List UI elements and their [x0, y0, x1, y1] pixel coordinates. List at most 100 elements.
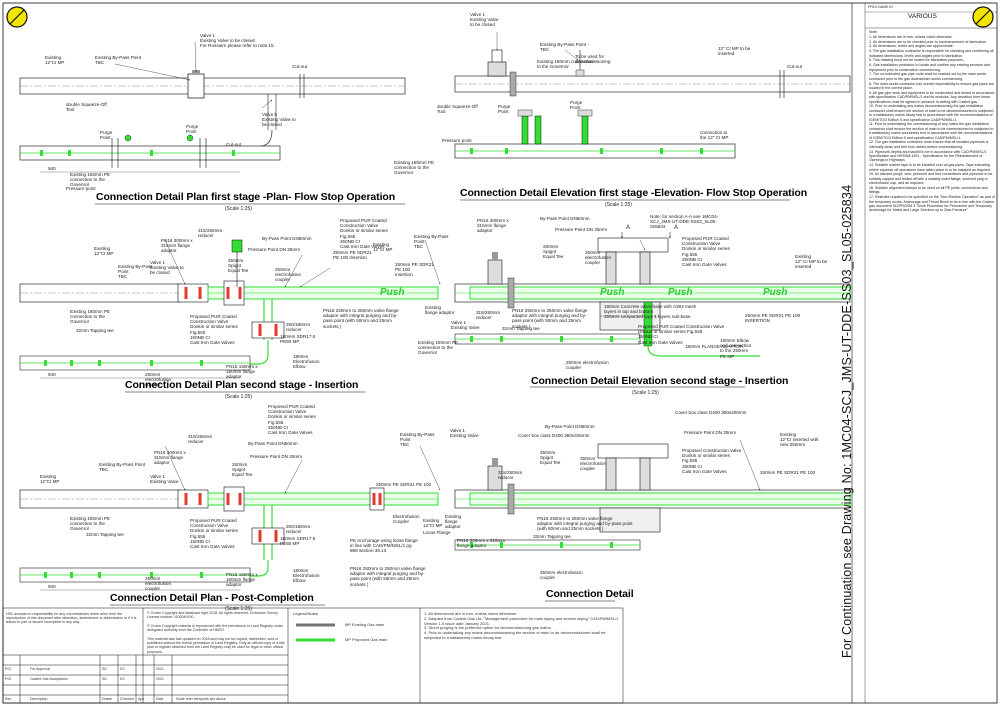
label: 250mm electrofusion coupler: [540, 570, 583, 581]
label: 250mm Spigot Equal Tee: [543, 244, 564, 260]
label: 180mm Electrofusion Elbow: [293, 568, 320, 584]
scale-elev2: (Scale 1:25): [632, 390, 659, 396]
label: Existing By-Pass Point TBC: [95, 55, 142, 66]
label: connection to the 12" CI MP: [700, 130, 729, 141]
label: 315/250mm reducer: [476, 310, 501, 321]
title-elev3: Connection Detail: [546, 588, 634, 600]
note-item: 16. Suitable alignment clamps to be used…: [869, 186, 988, 195]
label: Cover box class D400 380x325mm: [518, 433, 590, 438]
scale-plan3: (Scale 1:25): [225, 606, 252, 612]
label: 180mm SDR17.6 PE80 MP: [280, 334, 316, 345]
label: PE Anchorage using loose flange in line …: [350, 538, 418, 554]
notes-list: Note:1. All dimensions are in mm, unless…: [869, 30, 995, 213]
label: 250mm PE SDR21 PE 100: [376, 482, 432, 487]
label: Cover box class D400 300x300mm: [675, 410, 747, 415]
revision-cell: 2021: [156, 677, 164, 681]
label: PN16 300mm x 315mm flange adaptor: [161, 238, 193, 254]
label: By-Pass Point DN50mm: [545, 424, 595, 429]
label: 32mm Tapping tee: [76, 328, 114, 333]
legend-existing: MP Existing Gas main: [345, 622, 385, 627]
label: By-Pass Point DN50mm: [248, 441, 298, 446]
label: By-Pass Point DN50mm: [540, 216, 590, 221]
label: Existing 180mm connection to the Governo…: [537, 59, 594, 70]
label: Pressure Point DN 25mm: [248, 247, 301, 252]
label: double Squeeze-Off Tool: [437, 104, 478, 115]
label: 250/180mm reducer: [286, 322, 311, 333]
label: double Squeeze-Off Tool: [66, 102, 107, 113]
label: Existing 12"CI MP: [373, 242, 393, 253]
plan1-lower-pipe: [19, 129, 281, 168]
title-plan1: Connection Detail Plan first stage -Plan…: [96, 191, 396, 203]
label: 180mm SDR17.6 PE80 MP: [280, 536, 316, 547]
label: PN16 250mm to 250mm valve flange adaptor…: [512, 308, 588, 329]
scale-plan1: (Scale 1:25): [225, 206, 252, 212]
label: 250mm electrofusion coupler: [585, 250, 612, 266]
revision-header: Drawn: [102, 697, 113, 701]
label: Cut-out: [226, 142, 242, 147]
label: Valve 1 Existing Valve: [450, 428, 479, 439]
revision-header: Description: [30, 697, 48, 701]
label: Valve 1 Existing Valve: [451, 320, 480, 331]
label: Proposed PUR Coated Construction Valve D…: [190, 518, 238, 550]
label: Locas Flange: [423, 530, 451, 535]
title-plan2: Connection Detail Plan second stage - In…: [125, 379, 359, 391]
label: 250mm Spigot Equal Tee: [232, 462, 253, 478]
label: Purge Point: [100, 130, 113, 141]
revision-cell: SD: [102, 667, 107, 671]
label: Pressure Point DN 25mm: [555, 227, 608, 232]
revision-cell: SD: [102, 677, 107, 681]
copyright-2: © Crown Copyright material is reproduced…: [147, 624, 284, 633]
label: Valve 1 Existing Valve to be closed: [150, 260, 184, 276]
label: Valve 1 Existing Valve to be closed: [470, 12, 499, 28]
label: PN16 300mm x 315mm flange adaptor: [154, 450, 186, 466]
note-item: 11. Prior to undertaking the commissioni…: [869, 122, 994, 140]
label: 250mm Spigot Equal Tee: [228, 258, 249, 274]
copyright-1: © Crown Copyright and database right 201…: [147, 611, 278, 620]
corner-mark-left: [6, 6, 28, 28]
label: 190mm Concrete valve base with A393 mesh…: [604, 304, 697, 320]
label: 250mm PE SDR21 PE 100 Insertion: [395, 262, 434, 278]
note-item: 14. Suitable marker tape is to be instal…: [869, 163, 991, 172]
title-plan3: Connection Detail Plan - Post-Completion: [110, 592, 314, 604]
elev1-lower-pipe: [454, 109, 736, 159]
label: 250mm electrofusion coupler: [275, 267, 302, 283]
note-item: 8. The main works contractor has overall…: [869, 81, 994, 90]
dimension-label: 940: [48, 372, 56, 377]
label: Proposed PUR Coated Construction Valve D…: [682, 236, 730, 268]
label: Proposed PUR Coated Construction Valve D…: [340, 218, 388, 250]
copyright-3: This material was last updated on 2018 a…: [147, 637, 285, 654]
revision-scale-note: Scale refer viewports see above: [176, 697, 226, 701]
note-item: 17. Restraint required to be specified o…: [869, 195, 996, 213]
label: Pressure Point DN 25mm: [684, 430, 737, 435]
note-item: 4. The gas installation contractor is re…: [869, 49, 994, 58]
label: Pressure point: [66, 186, 96, 191]
label: Existing 180mm PE connection to the Gove…: [70, 172, 111, 188]
label: 180mm Elbow and connection to the 250mm …: [720, 338, 752, 359]
label: Existing 180mm PE connection to the Gove…: [70, 309, 111, 325]
section-marker: A: [626, 225, 631, 231]
label: 250mm electrofusion coupler: [145, 372, 172, 388]
label: Cut-out: [292, 64, 308, 69]
label: To be used for decommissioning: [575, 54, 611, 65]
label: PN16 250mm to 250mm valve flange adaptor…: [350, 566, 426, 587]
footnotes: 1. All dimensions are in mm, unless note…: [424, 611, 619, 640]
legend-proposed: MP Proposed Gas main: [345, 637, 388, 642]
revision-cell: P01: [5, 667, 12, 671]
label: 250mm PE SDR21 PE 100 Insertion: [333, 250, 372, 261]
note-item: 7. The co-ordinated gas pipe route shall…: [869, 72, 987, 81]
label: Existing 12"CI inserted with new 250mm: [780, 432, 819, 448]
push-label: Push: [668, 287, 693, 298]
label: 250mm Spigot Equal Tee: [540, 450, 561, 466]
revision-cell: P02: [5, 677, 12, 681]
note-item: 5. This drawing must not be scaled for f…: [869, 58, 965, 63]
label: Electrofusion Coupler: [393, 514, 420, 525]
header-various: VARIOUS: [908, 13, 937, 20]
label: 315/250mm reducer: [198, 228, 223, 239]
push-label: Push: [763, 287, 788, 298]
label: Cut-out: [787, 64, 803, 69]
label: PN16 150mm x 180mm flange adaptor: [226, 364, 258, 380]
label: 12" CI MP to be inserted: [718, 46, 751, 57]
revision-header: Rev: [5, 697, 12, 701]
label: PN16 250mm to 250mm valve flange adaptor…: [537, 516, 633, 532]
